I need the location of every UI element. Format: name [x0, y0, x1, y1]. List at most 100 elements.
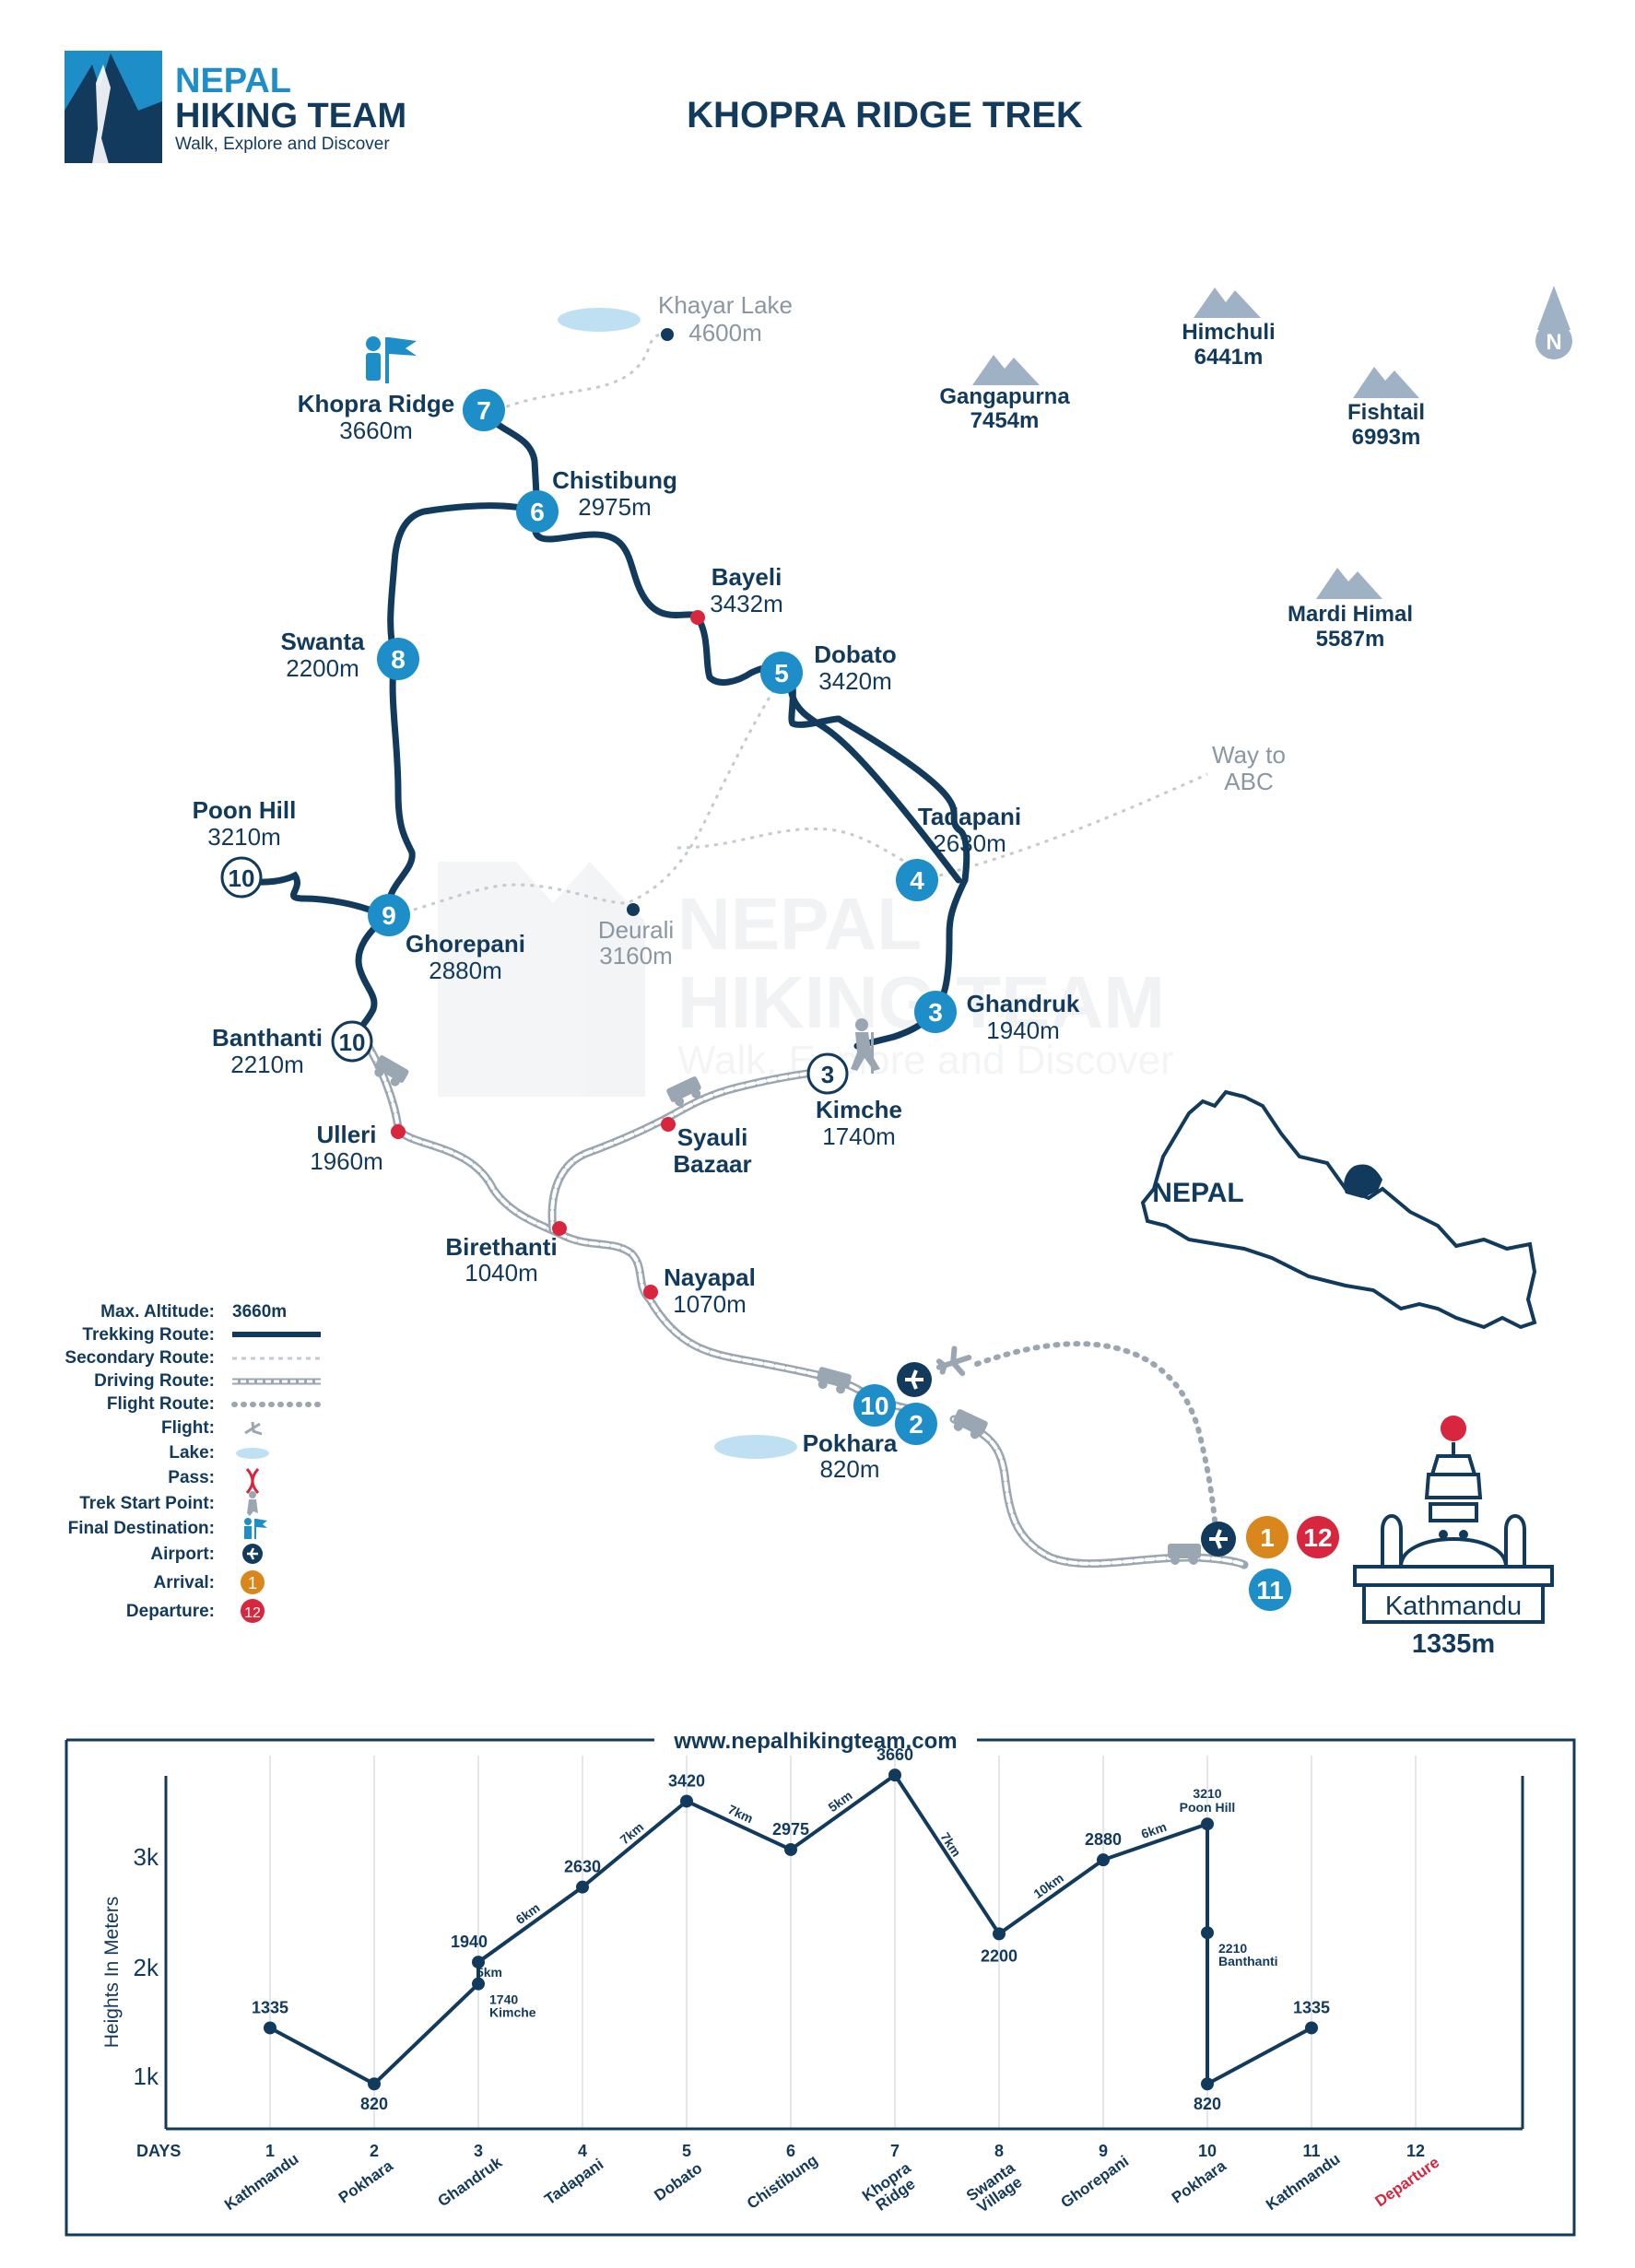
day-marker-khopra: 7	[463, 389, 505, 431]
day-number: 1	[265, 2142, 275, 2160]
brand-tagline: Walk, Explore and Discover	[175, 135, 390, 154]
svg-text:3: 3	[821, 1061, 834, 1088]
segment-distance: 7km	[617, 1819, 646, 1847]
mountain-icon	[972, 355, 1040, 385]
altitude-point	[1201, 2077, 1214, 2091]
day-name: Pokhara	[335, 2156, 396, 2206]
altitude-label: 2975	[772, 1820, 809, 1839]
pass-icon	[245, 1468, 260, 1494]
page-title: KHOPRA RIDGE TREK	[687, 95, 1083, 135]
svg-text:Dobato: Dobato	[651, 2159, 705, 2204]
altitude-profile: www.nepalhikingteam.com Heights In Meter…	[65, 1729, 1576, 2237]
day-number: 12	[1406, 2142, 1425, 2160]
banthanti-name: Banthanti	[212, 1024, 323, 1052]
day-name: Kathmandu	[221, 2150, 301, 2214]
svg-text:6: 6	[530, 498, 545, 526]
watermark: NEPAL HIKING TEAM Walk, Explore and Disc…	[438, 862, 1174, 1097]
altitude-point	[1201, 1926, 1214, 1940]
airport-icon-kathmandu	[1201, 1522, 1236, 1557]
bayeli-alt: 3432m	[710, 590, 783, 617]
nayapal-alt: 1070m	[673, 1290, 747, 1318]
day-number: 9	[1099, 2142, 1108, 2160]
kathmandu-name: Kathmandu	[1385, 1592, 1522, 1621]
pass-dots	[391, 610, 705, 1299]
altitude-label: 2880	[1085, 1830, 1122, 1849]
watermark-line3: Walk, Explore and Discover	[677, 1038, 1174, 1083]
lake-icon	[236, 1448, 269, 1459]
altitude-label: 1940	[451, 1933, 488, 1951]
svg-text:10: 10	[860, 1392, 888, 1420]
day-number: 3	[474, 2142, 483, 2160]
altitude-sublabel: Poon Hill	[1180, 1800, 1236, 1815]
fishtail-alt: 6993m	[1352, 425, 1421, 450]
y-tick-3k: 3k	[134, 1843, 159, 1871]
y-tick-1k: 1k	[134, 2062, 159, 2090]
altitude-label: 1335	[1293, 1998, 1330, 2016]
mountain-icon	[1353, 367, 1419, 398]
nayapal-name: Nayapal	[664, 1263, 756, 1291]
gangapurna-alt: 7454m	[970, 408, 1040, 433]
syauli-name2: Bazaar	[673, 1150, 751, 1178]
day-name: Chistibung	[744, 2151, 821, 2212]
segment-distance: 5km	[826, 1788, 855, 1815]
svg-text:10: 10	[339, 1028, 366, 1056]
compass-label: N	[1546, 330, 1561, 355]
kathmandu-alt: 1335m	[1412, 1629, 1495, 1659]
svg-text:1: 1	[1260, 1523, 1275, 1552]
segment-distance: 5km	[476, 1965, 502, 1980]
altitude-point	[888, 1769, 901, 1782]
svg-text:10: 10	[229, 864, 255, 892]
altitude-label: 2200	[981, 1946, 1017, 1965]
hiker-icon	[247, 1491, 258, 1516]
svg-text:3: 3	[928, 998, 943, 1027]
y-tick-2k: 2k	[134, 1954, 159, 1981]
altitude-point	[472, 1956, 485, 1969]
altitude-sublabel: Kimche	[489, 2005, 536, 2020]
x-axis-label: DAYS	[136, 2142, 181, 2160]
khayar-lake	[558, 308, 641, 332]
deurali-name: Deurali	[598, 916, 674, 944]
final-destination-icon	[366, 336, 417, 383]
altitude-label: 1335	[252, 1998, 288, 2016]
segment-distance: 6km	[513, 1900, 543, 1927]
mardi-himal-alt: 5587m	[1316, 627, 1385, 652]
himchuli-alt: 6441m	[1194, 345, 1264, 370]
svg-text:Ghandruk: Ghandruk	[435, 2153, 506, 2210]
altitude-label: 2210	[1218, 1941, 1247, 1956]
svg-text:Pokhara: Pokhara	[335, 2156, 396, 2206]
legend-driving-route: Driving Route:	[94, 1371, 215, 1391]
day-number: 10	[1198, 2142, 1217, 2160]
jeep-icon	[666, 1076, 701, 1107]
chistibung-alt: 2975m	[578, 493, 652, 521]
mountain-icons	[972, 288, 1419, 599]
pokhara-alt: 820m	[819, 1455, 879, 1483]
ghorepani-alt: 2880m	[429, 957, 502, 984]
altitude-point	[264, 2021, 276, 2035]
kimche-alt: 1740m	[822, 1122, 896, 1150]
altitude-label: 820	[360, 2095, 388, 2113]
tadapani-alt: 2630m	[933, 829, 1006, 857]
khopra-alt: 3660m	[339, 417, 413, 444]
svg-text:Ghorepani: Ghorepani	[1058, 2152, 1133, 2211]
ulleri-dot	[391, 1124, 406, 1139]
mountain-icon	[1316, 568, 1382, 599]
airplane-icon	[244, 1421, 263, 1436]
vehicle-icons	[374, 1055, 1201, 1565]
altitude-point	[576, 1880, 589, 1894]
way-to-line1: Way to	[1212, 741, 1286, 769]
day-name: Dobato	[651, 2159, 705, 2204]
driving-route	[362, 1039, 1249, 1569]
mardi-himal-name: Mardi Himal	[1288, 602, 1413, 627]
day-marker-ghandruk: 3	[914, 991, 957, 1033]
altitude-label: 3210	[1193, 1786, 1221, 1801]
airplane-icon	[935, 1346, 972, 1377]
legend-max-altitude: Max. Altitude:	[100, 1302, 215, 1322]
departure-icon-number: 12	[244, 1605, 261, 1621]
altitude-label: 1740	[489, 1992, 518, 2007]
day-marker-chistibung: 6	[516, 490, 559, 533]
svg-text:Pokhara: Pokhara	[1169, 2156, 1229, 2206]
trek-start-icon	[851, 1018, 880, 1074]
